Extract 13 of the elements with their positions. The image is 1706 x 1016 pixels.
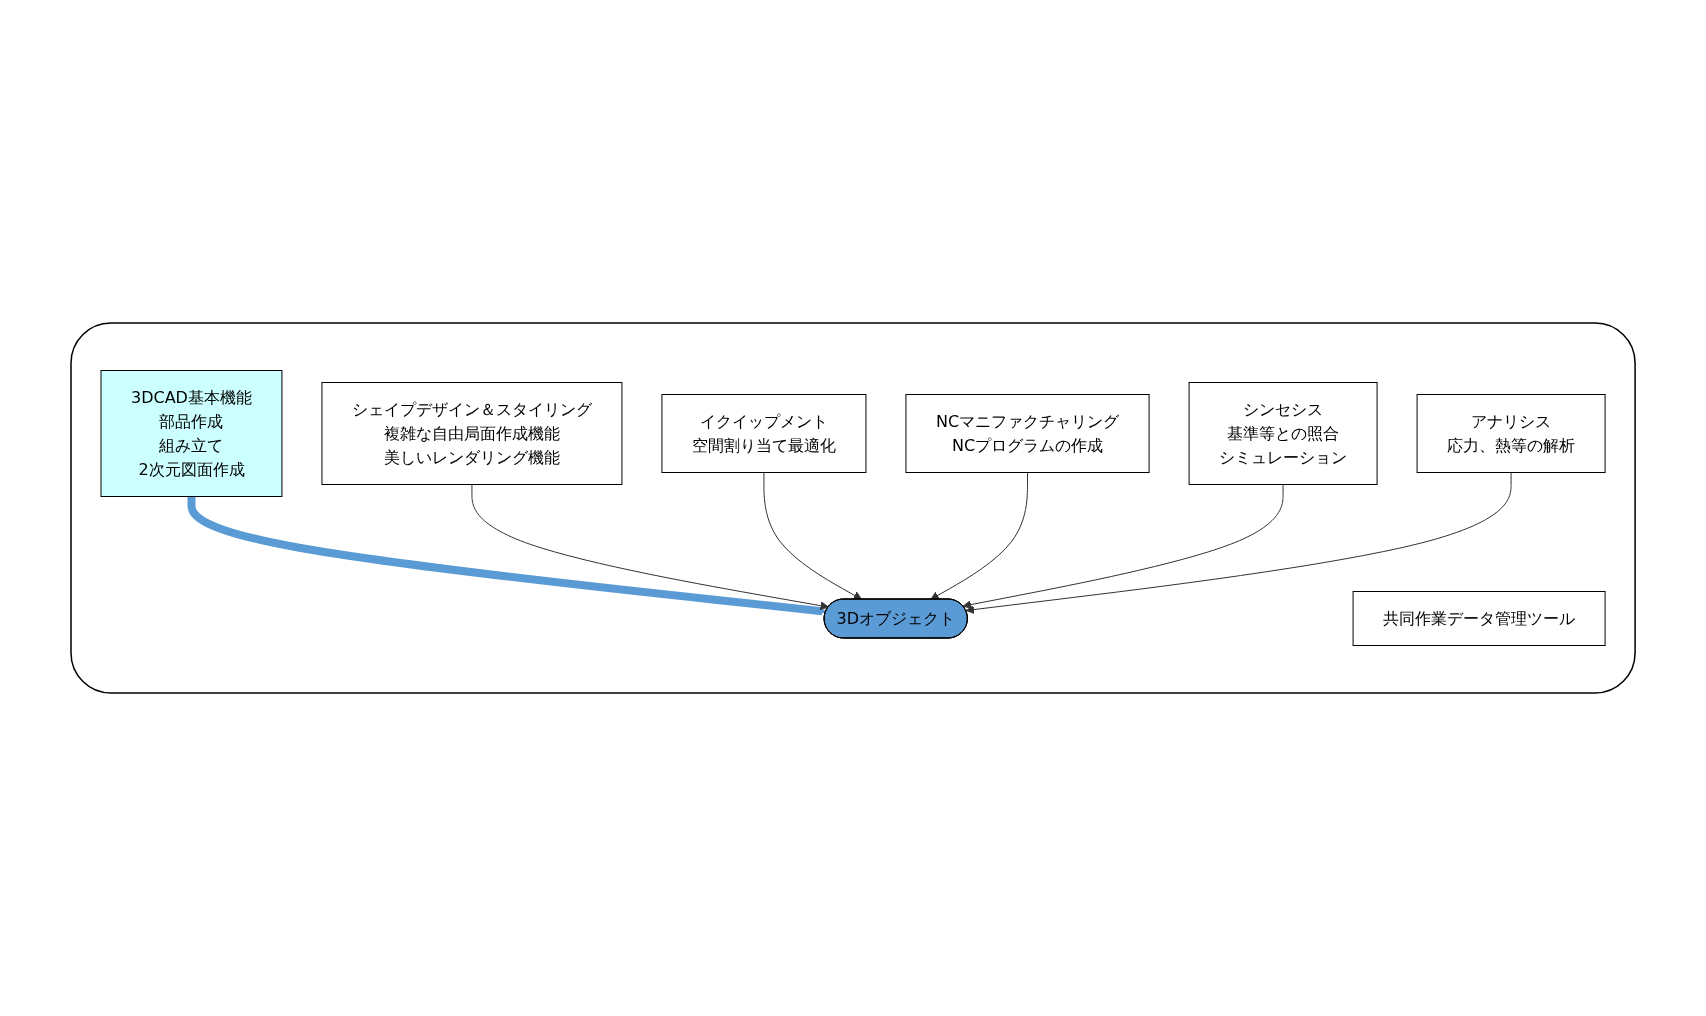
node-box: 共同作業データ管理ツール xyxy=(1352,591,1606,646)
arrow xyxy=(965,472,1512,614)
node-box: シンセシス 基準等との照合 シミュレーション xyxy=(1188,382,1378,485)
node-box: NCマニファクチャリング NCプログラムの作成 xyxy=(905,394,1150,473)
node-box: 3DCAD基本機能 部品作成 組み立て 2次元図面作成 xyxy=(100,370,283,497)
node-box: アナリシス 応力、熱等の解析 xyxy=(1416,394,1606,473)
arrow xyxy=(930,472,1028,600)
arrow xyxy=(471,484,829,611)
cluster xyxy=(70,322,1636,694)
arrow xyxy=(763,472,863,600)
arrow xyxy=(962,484,1284,609)
node-box: イクイップメント 空間割り当て最適化 xyxy=(661,394,867,473)
node-box: シェイプデザイン＆スタイリング 複雑な自由局面作成機能 美しいレンダリング機能 xyxy=(321,382,623,485)
